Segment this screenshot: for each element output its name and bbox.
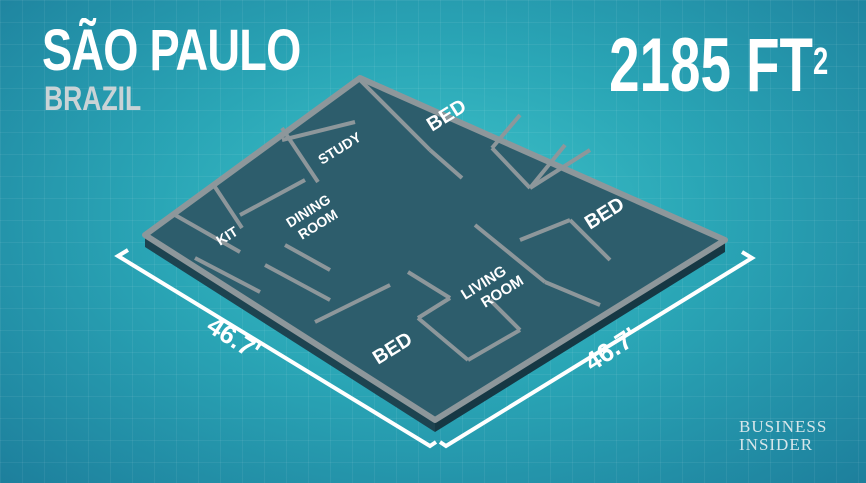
dimension-left-label: 46.7' (202, 310, 266, 366)
city-title: SÃO PAULO (42, 18, 301, 83)
dimension-left (114, 248, 438, 449)
interior-walls (174, 76, 612, 362)
floor (142, 75, 728, 423)
area-exponent: 2 (812, 41, 828, 83)
dimension-lines (114, 248, 756, 449)
area-value: 2185 FT (608, 23, 813, 108)
country-subtitle: BRAZIL (44, 80, 142, 118)
logo-line-2: INSIDER (739, 435, 814, 454)
dimension-right (438, 250, 756, 449)
logo-line-1: BUSINESS (739, 417, 828, 436)
area-label: 2185 FT2 (609, 28, 828, 104)
business-insider-logo: BUSINESS INSIDER (739, 418, 827, 454)
